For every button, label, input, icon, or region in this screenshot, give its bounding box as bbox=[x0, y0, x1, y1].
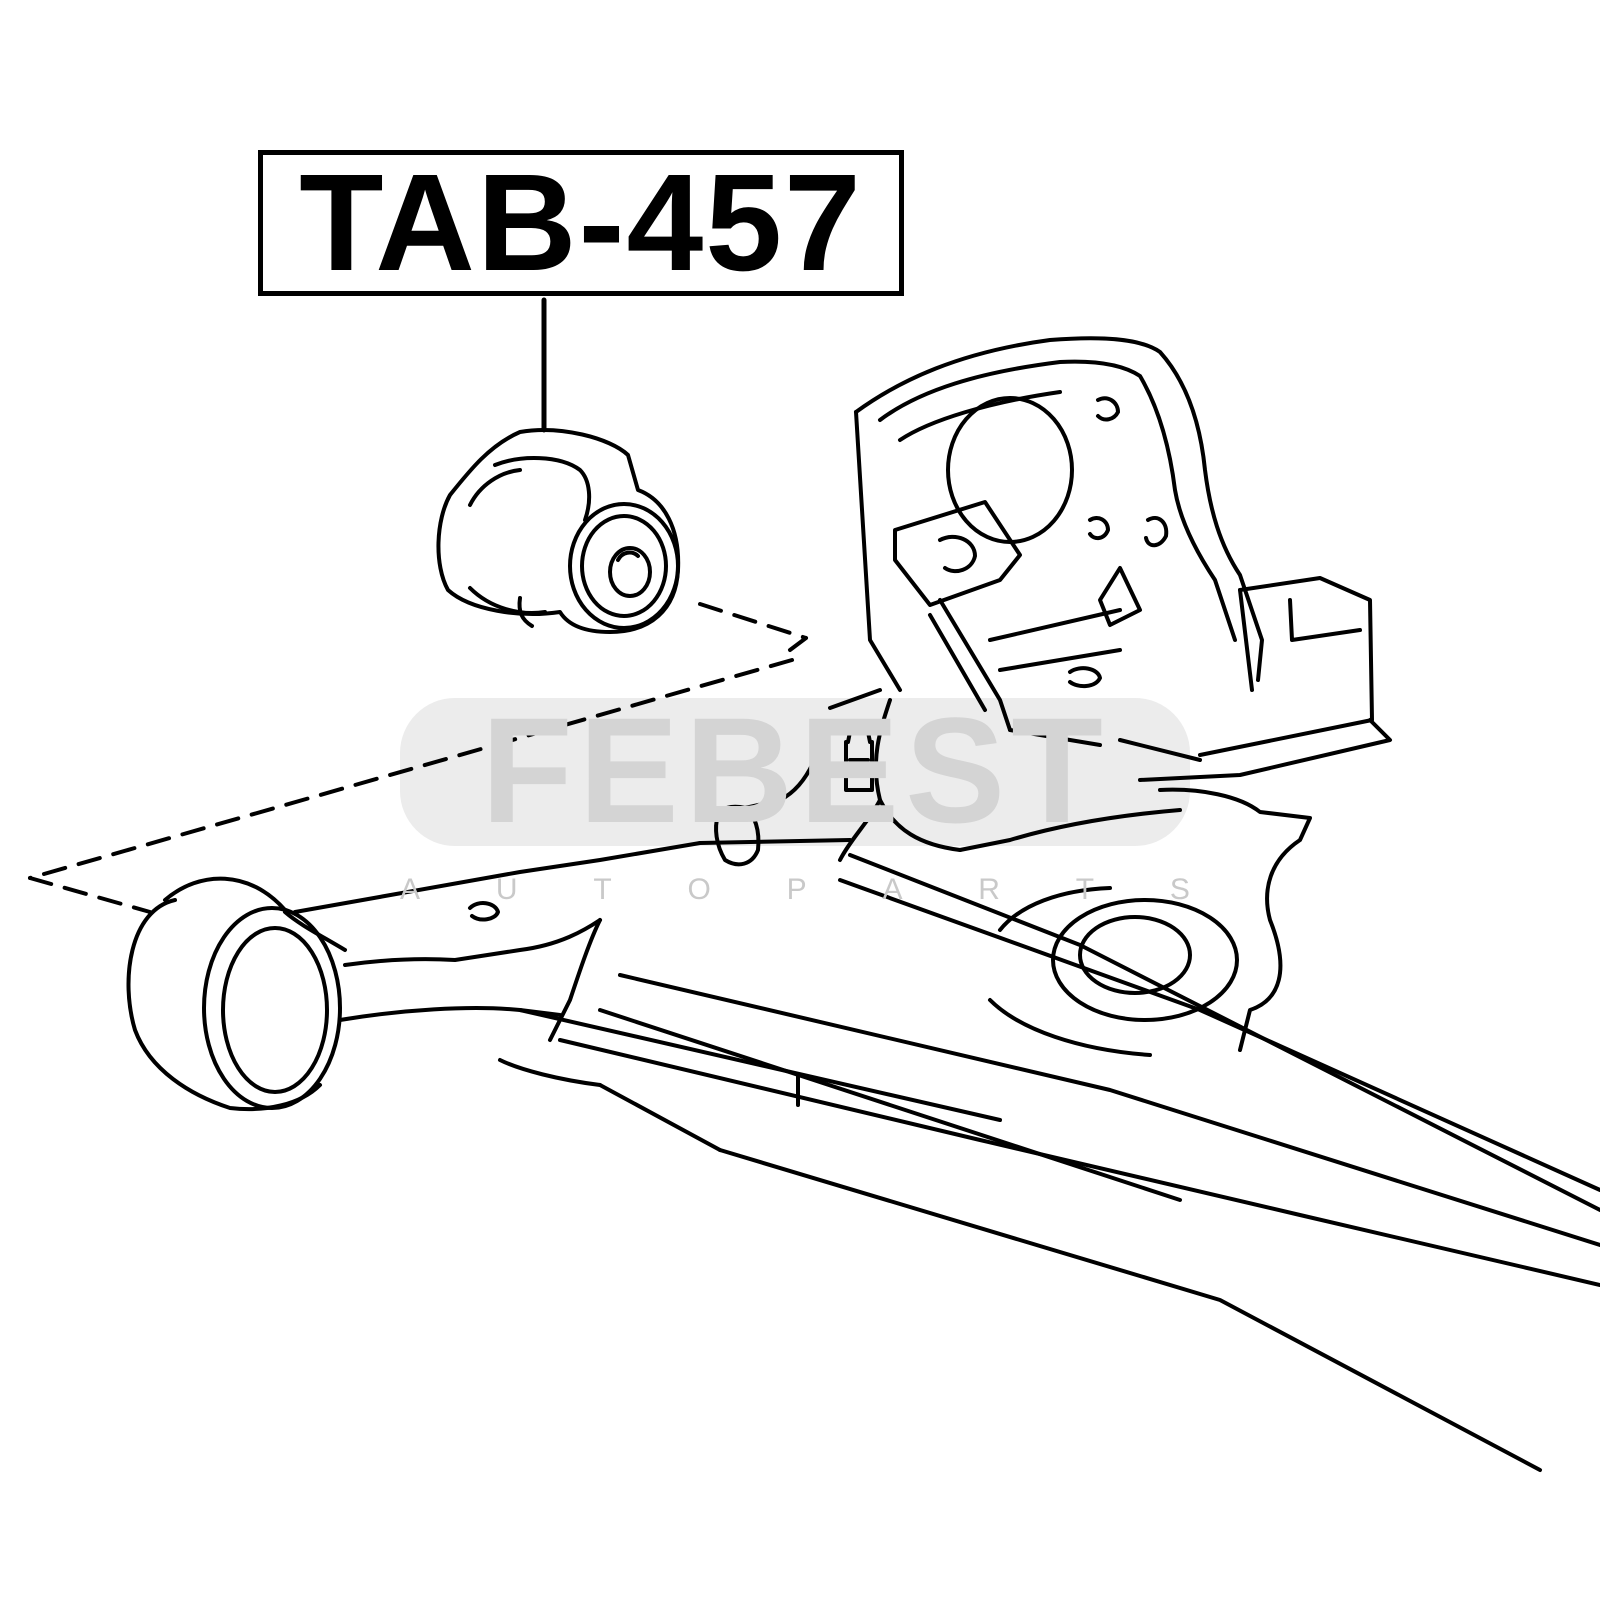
part-number-callout: TAB-457 bbox=[258, 150, 904, 296]
part-number-text: TAB-457 bbox=[299, 146, 863, 300]
watermark-letter: P bbox=[786, 873, 807, 906]
axle-beam bbox=[498, 853, 1600, 1472]
bushing-part bbox=[436, 428, 681, 634]
body-bracket bbox=[854, 336, 1392, 782]
trailing-arm bbox=[126, 688, 882, 1112]
watermark-tagline: A U T O P A R T S bbox=[400, 870, 1190, 910]
assembly-guide-dashed bbox=[28, 602, 808, 914]
watermark-letter: O bbox=[687, 873, 711, 906]
watermark-letter: T bbox=[593, 873, 612, 906]
watermark-backdrop bbox=[400, 698, 1190, 846]
watermark-letter: S bbox=[1169, 873, 1190, 906]
watermark-letter: A bbox=[882, 873, 903, 906]
watermark-letter: T bbox=[1075, 873, 1095, 906]
watermark-letter: A bbox=[400, 873, 421, 906]
bolt bbox=[844, 720, 874, 792]
watermark-brand: FEBEST bbox=[481, 686, 1109, 854]
axle-mount bbox=[838, 698, 1312, 1057]
watermark-letter: R bbox=[978, 873, 1000, 906]
watermark-letter: U bbox=[495, 873, 518, 906]
